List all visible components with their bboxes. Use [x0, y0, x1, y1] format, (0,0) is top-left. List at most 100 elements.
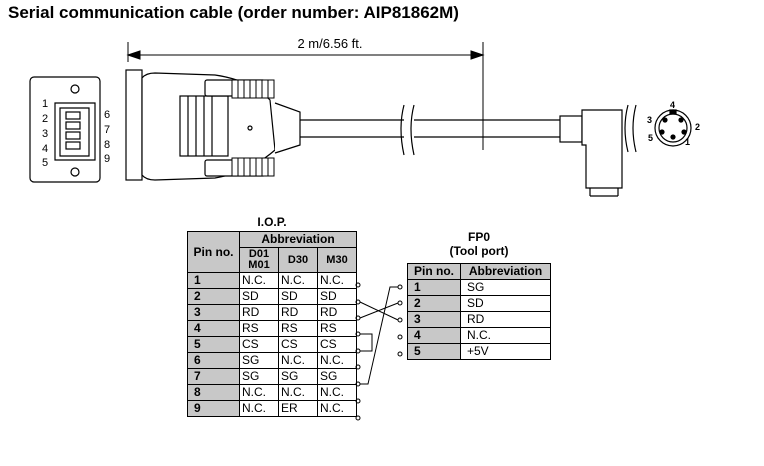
mini-din-pin-label: 4 [670, 100, 675, 110]
pin-number: 5 [407, 343, 461, 360]
wiring-lines [359, 286, 399, 385]
iop-col-d30: D30 [278, 247, 318, 273]
signal-cell: CS [239, 336, 279, 353]
signal-cell: SG [239, 352, 279, 369]
iop-col-d01m01-label: D01 M01 [248, 248, 270, 271]
pin-number: 9 [187, 400, 240, 417]
signal-cell: +5V [460, 343, 551, 360]
dsub-pin-label: 1 [42, 98, 48, 110]
signal-cell: RD [460, 311, 551, 328]
thumb-screw-bottom [231, 157, 275, 177]
cable [300, 104, 560, 156]
signal-cell: RD [239, 304, 279, 321]
pin-number: 1 [187, 272, 240, 289]
dsub-pin-label: 7 [104, 124, 110, 136]
signal-cell: SG [317, 368, 357, 385]
pin-number: 6 [187, 352, 240, 369]
iop-pin-header: Pin no. [187, 231, 240, 273]
fp0-pin-header: Pin no. [407, 263, 461, 280]
signal-cell: N.C. [317, 400, 357, 417]
signal-cell: SD [278, 288, 318, 305]
dsub-pin-label: 2 [42, 113, 48, 125]
dsub-pin-labels-right: 6 7 8 9 [104, 109, 110, 165]
signal-cell: RS [317, 320, 357, 337]
mini-din-connector-side [559, 104, 637, 197]
signal-cell: N.C. [317, 384, 357, 401]
signal-cell: CS [278, 336, 318, 353]
signal-cell: SD [317, 288, 357, 305]
dsub-pin-label: 6 [104, 109, 110, 121]
signal-cell: RD [317, 304, 357, 321]
signal-cell: N.C. [239, 384, 279, 401]
signal-cell: N.C. [278, 384, 318, 401]
mini-din-pin-label: 1 [685, 137, 690, 147]
signal-cell: N.C. [278, 272, 318, 289]
pin-number: 2 [187, 288, 240, 305]
signal-cell: RS [278, 320, 318, 337]
pin-number: 2 [407, 295, 461, 312]
signal-cell: SG [278, 368, 318, 385]
dsub-pin-label: 9 [104, 153, 110, 165]
dsub-front-view [29, 76, 101, 183]
signal-cell: SG [239, 368, 279, 385]
dimension-label: 2 m/6.56 ft. [297, 36, 362, 51]
dsub-pin-label: 5 [42, 157, 48, 169]
mini-din-pin-labels: 3 4 5 1 2 [647, 100, 700, 147]
pin-number: 3 [407, 311, 461, 328]
signal-cell: RD [278, 304, 318, 321]
signal-cell: N.C. [317, 352, 357, 369]
iop-col-d01m01: D01 M01 [239, 247, 279, 273]
dsub-pin-label: 8 [104, 139, 110, 151]
signal-cell: RS [239, 320, 279, 337]
fp0-caption-subtitle: (Tool port) [449, 244, 509, 258]
signal-cell: N.C. [317, 272, 357, 289]
signal-cell: N.C. [278, 352, 318, 369]
pin-number: 8 [187, 384, 240, 401]
thumb-screw-top [231, 79, 275, 99]
dsub-pin-label: 3 [42, 128, 48, 140]
pin-number: 3 [187, 304, 240, 321]
signal-cell: SD [460, 295, 551, 312]
signal-cell: SG [460, 279, 551, 296]
dsub-pin-label: 4 [42, 143, 48, 155]
signal-cell: N.C. [239, 400, 279, 417]
signal-cell: ER [278, 400, 318, 417]
iop-col-m30: M30 [317, 247, 357, 273]
fp0-caption: FP0 (Tool port) [407, 230, 551, 258]
mini-din-pin-label: 2 [695, 122, 700, 132]
iop-terminals [355, 282, 361, 421]
fp0-caption-title: FP0 [467, 230, 490, 244]
dsub-pin-labels-left: 1 2 3 4 5 [42, 98, 48, 169]
iop-abbr-header: Abbreviation [239, 231, 357, 248]
dimension-line [126, 42, 485, 150]
mini-din-face [654, 109, 692, 147]
iop-caption: I.O.P. [257, 215, 287, 229]
signal-cell: N.C. [460, 327, 551, 344]
pin-number: 4 [407, 327, 461, 344]
pin-number: 4 [187, 320, 240, 337]
signal-cell: SD [239, 288, 279, 305]
signal-cell: CS [317, 336, 357, 353]
pin-number: 1 [407, 279, 461, 296]
page-title: Serial communication cable (order number… [8, 3, 459, 22]
pin-number: 7 [187, 368, 240, 385]
fp0-terminals [397, 284, 403, 357]
signal-cell: N.C. [239, 272, 279, 289]
mini-din-pin-label: 5 [648, 133, 653, 143]
